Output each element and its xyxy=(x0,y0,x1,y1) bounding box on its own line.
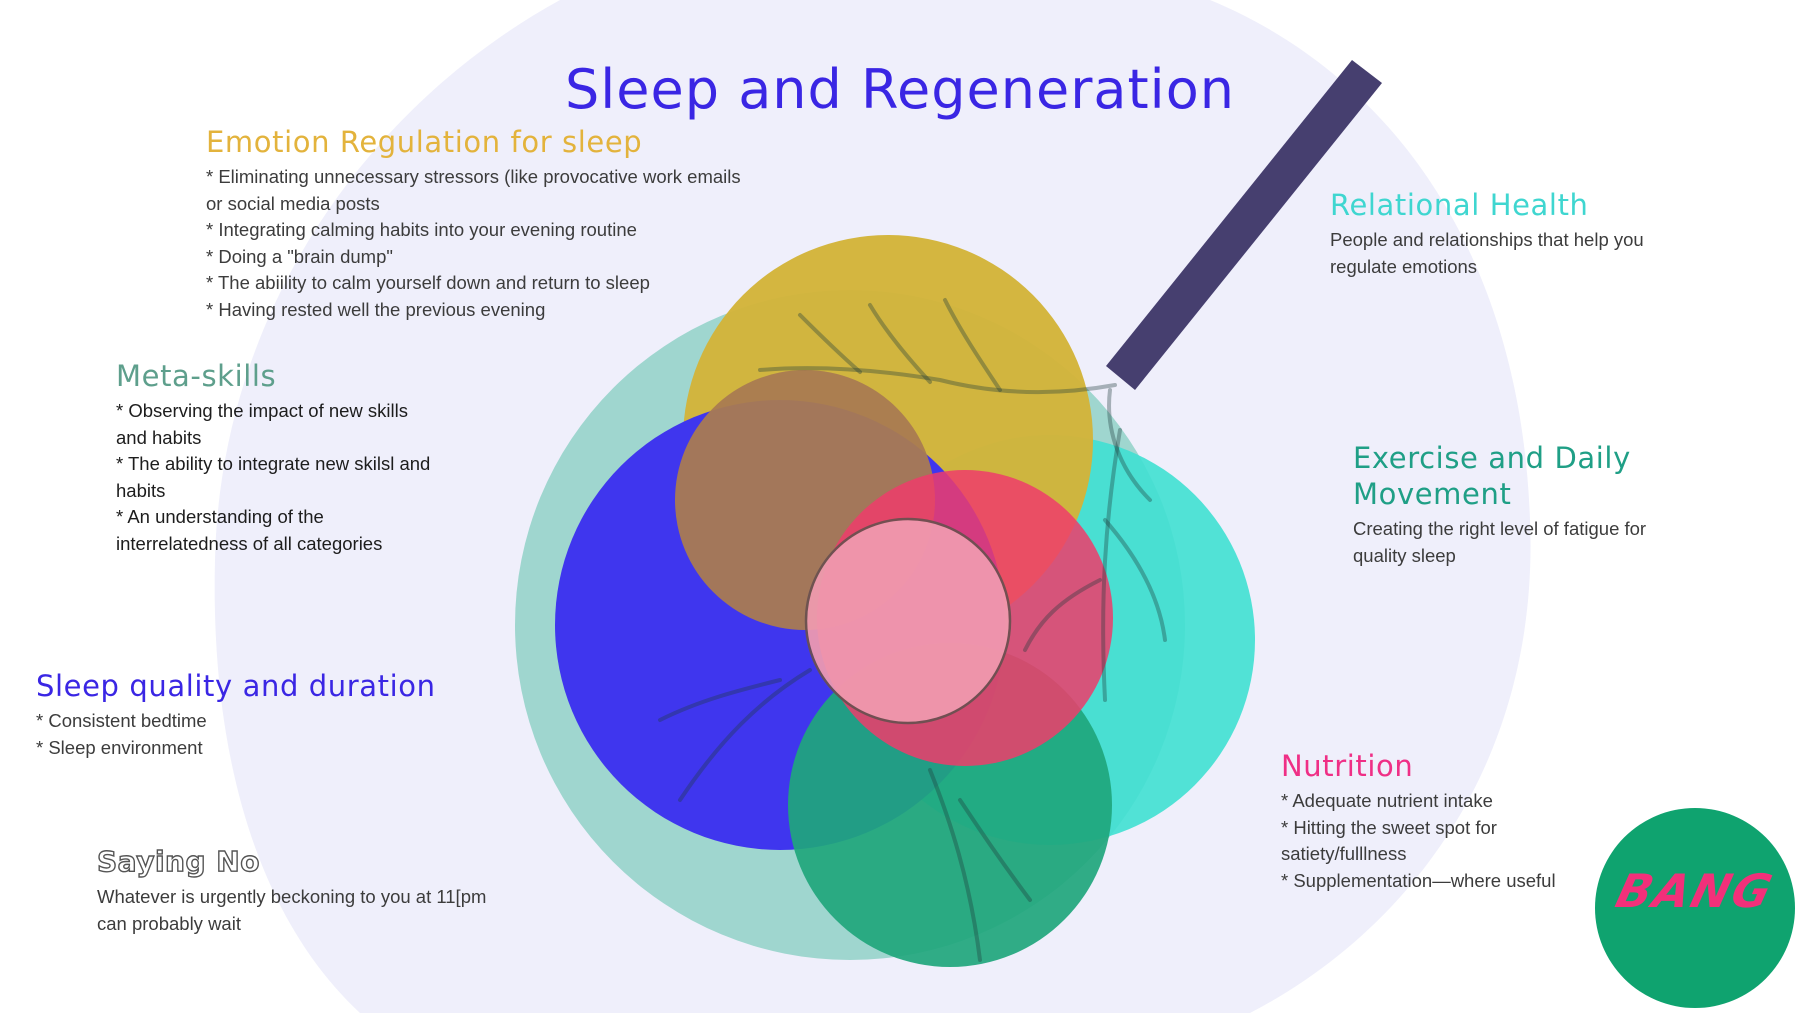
exercise-heading-line2: Movement xyxy=(1353,477,1512,511)
meta-skills-section: Meta-skills * Observing the impact of ne… xyxy=(116,358,430,557)
meta-skills-line: * The ability to integrate new skilsl an… xyxy=(116,453,431,474)
exercise-line: quality sleep xyxy=(1353,544,1456,566)
stem xyxy=(1106,60,1382,390)
nutrition-section: Nutrition * Adequate nutrient intake * H… xyxy=(1281,748,1556,894)
emotion-regulation-line: * Doing a "brain dump" xyxy=(206,245,393,267)
relational-health-line: People and relationships that help you xyxy=(1330,229,1644,250)
exercise-section: Exercise and Daily Movement Creating the… xyxy=(1353,440,1646,569)
meta-skills-line: and habits xyxy=(116,426,202,448)
sleep-quality-line: * Sleep environment xyxy=(36,736,203,758)
nutrition-line: satiety/fulllness xyxy=(1281,843,1407,864)
relational-health-heading: Relational Health xyxy=(1330,188,1589,222)
sleep-quality-section: Sleep quality and duration * Consistent … xyxy=(36,668,436,761)
meta-skills-line: * Observing the impact of new skills xyxy=(116,400,409,421)
meta-skills-line: interrelatedness of all categories xyxy=(116,532,383,554)
saying-no-line: Whatever is urgently beckoning to you at… xyxy=(97,886,487,907)
page-title: Sleep and Regeneration xyxy=(565,58,1235,121)
emotion-regulation-line: * The abiility to calm yourself down and… xyxy=(206,272,650,293)
nutrition-heading: Nutrition xyxy=(1281,749,1414,783)
exercise-heading-line1: Exercise and Daily xyxy=(1353,441,1631,475)
nutrition-line: * Hitting the sweet spot for xyxy=(1281,816,1497,838)
nutrition-line: * Adequate nutrient intake xyxy=(1281,790,1493,811)
saying-no-heading: Saying No xyxy=(96,844,260,878)
saying-no-section: Saying No Whatever is urgently beckoning… xyxy=(96,844,487,937)
nutrition-line: * Supplementation—where useful xyxy=(1281,869,1556,891)
bang-logo-text: BANG xyxy=(1610,864,1780,918)
leaf-veins xyxy=(658,298,1167,962)
emotion-regulation-line: * Having rested well the previous evenin… xyxy=(206,298,546,320)
emotion-regulation-line: or social media posts xyxy=(206,192,380,214)
sleep-quality-line: * Consistent bedtime xyxy=(36,710,207,731)
sleep-quality-heading: Sleep quality and duration xyxy=(36,669,436,703)
exercise-line: Creating the right level of fatigue for xyxy=(1353,518,1647,539)
relational-health-line: regulate emotions xyxy=(1330,255,1478,277)
center-circle xyxy=(804,517,1012,725)
emotion-regulation-heading: Emotion Regulation for sleep xyxy=(206,125,643,159)
relational-health-section: Relational Health People and relationshi… xyxy=(1330,187,1644,280)
emotion-regulation-section: Emotion Regulation for sleep * Eliminati… xyxy=(206,124,741,323)
meta-skills-heading: Meta-skills xyxy=(116,359,277,393)
meta-skills-line: * An understanding of the xyxy=(116,506,324,527)
emotion-regulation-line: * Integrating calming habits into your e… xyxy=(206,219,637,240)
bang-logo: BANG xyxy=(1595,808,1795,1008)
emotion-regulation-line: * Eliminating unnecessary stressors (lik… xyxy=(206,166,741,187)
meta-skills-line: habits xyxy=(116,479,166,501)
tree-illustration xyxy=(515,60,1382,967)
saying-no-line: can probably wait xyxy=(97,912,241,934)
